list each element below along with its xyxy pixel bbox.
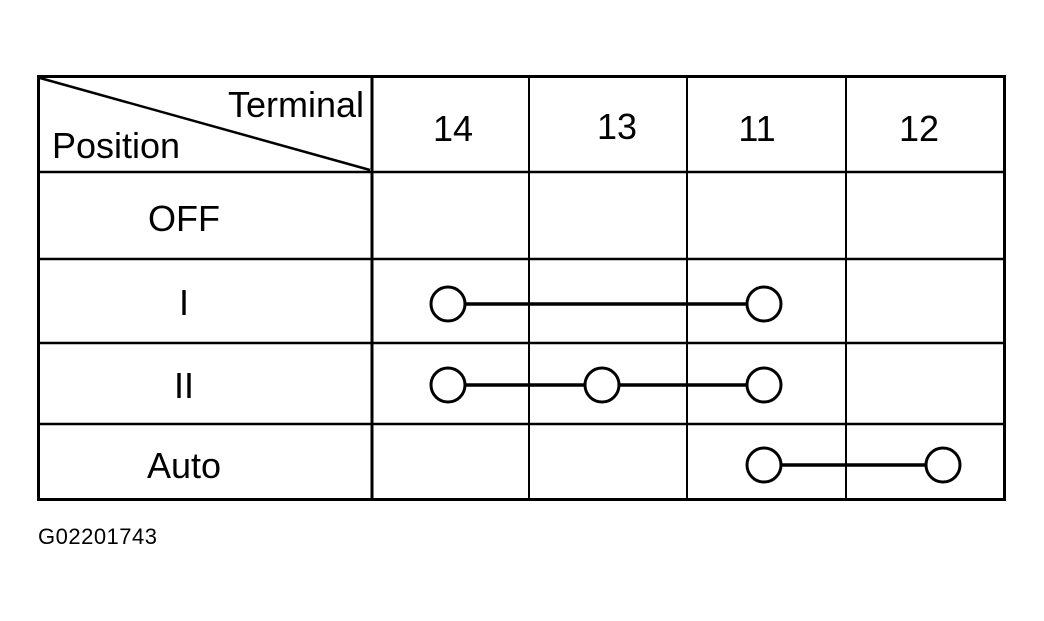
terminal-node [745, 446, 783, 484]
continuity-connections [429, 285, 962, 484]
position-label: OFF [148, 198, 220, 239]
terminal-node [429, 366, 467, 404]
terminal-node [583, 366, 621, 404]
position-label: Auto [147, 445, 221, 486]
terminal-axis-label: Terminal [228, 84, 364, 125]
table-border [37, 75, 1006, 501]
table-grid [37, 75, 1006, 501]
terminal-header: 12 [899, 108, 939, 149]
terminal-header: 11 [738, 108, 775, 149]
terminal-node [745, 285, 783, 323]
terminal-node [924, 446, 962, 484]
corner-diagonal [39, 76, 371, 172]
position-label: I [179, 282, 189, 323]
terminal-node [745, 366, 783, 404]
terminal-header: 13 [597, 106, 637, 147]
position-label: II [174, 365, 194, 406]
figure-id: G02201743 [38, 524, 158, 549]
terminal-node [429, 285, 467, 323]
terminal-header: 14 [433, 108, 473, 149]
position-axis-label: Position [52, 125, 180, 166]
